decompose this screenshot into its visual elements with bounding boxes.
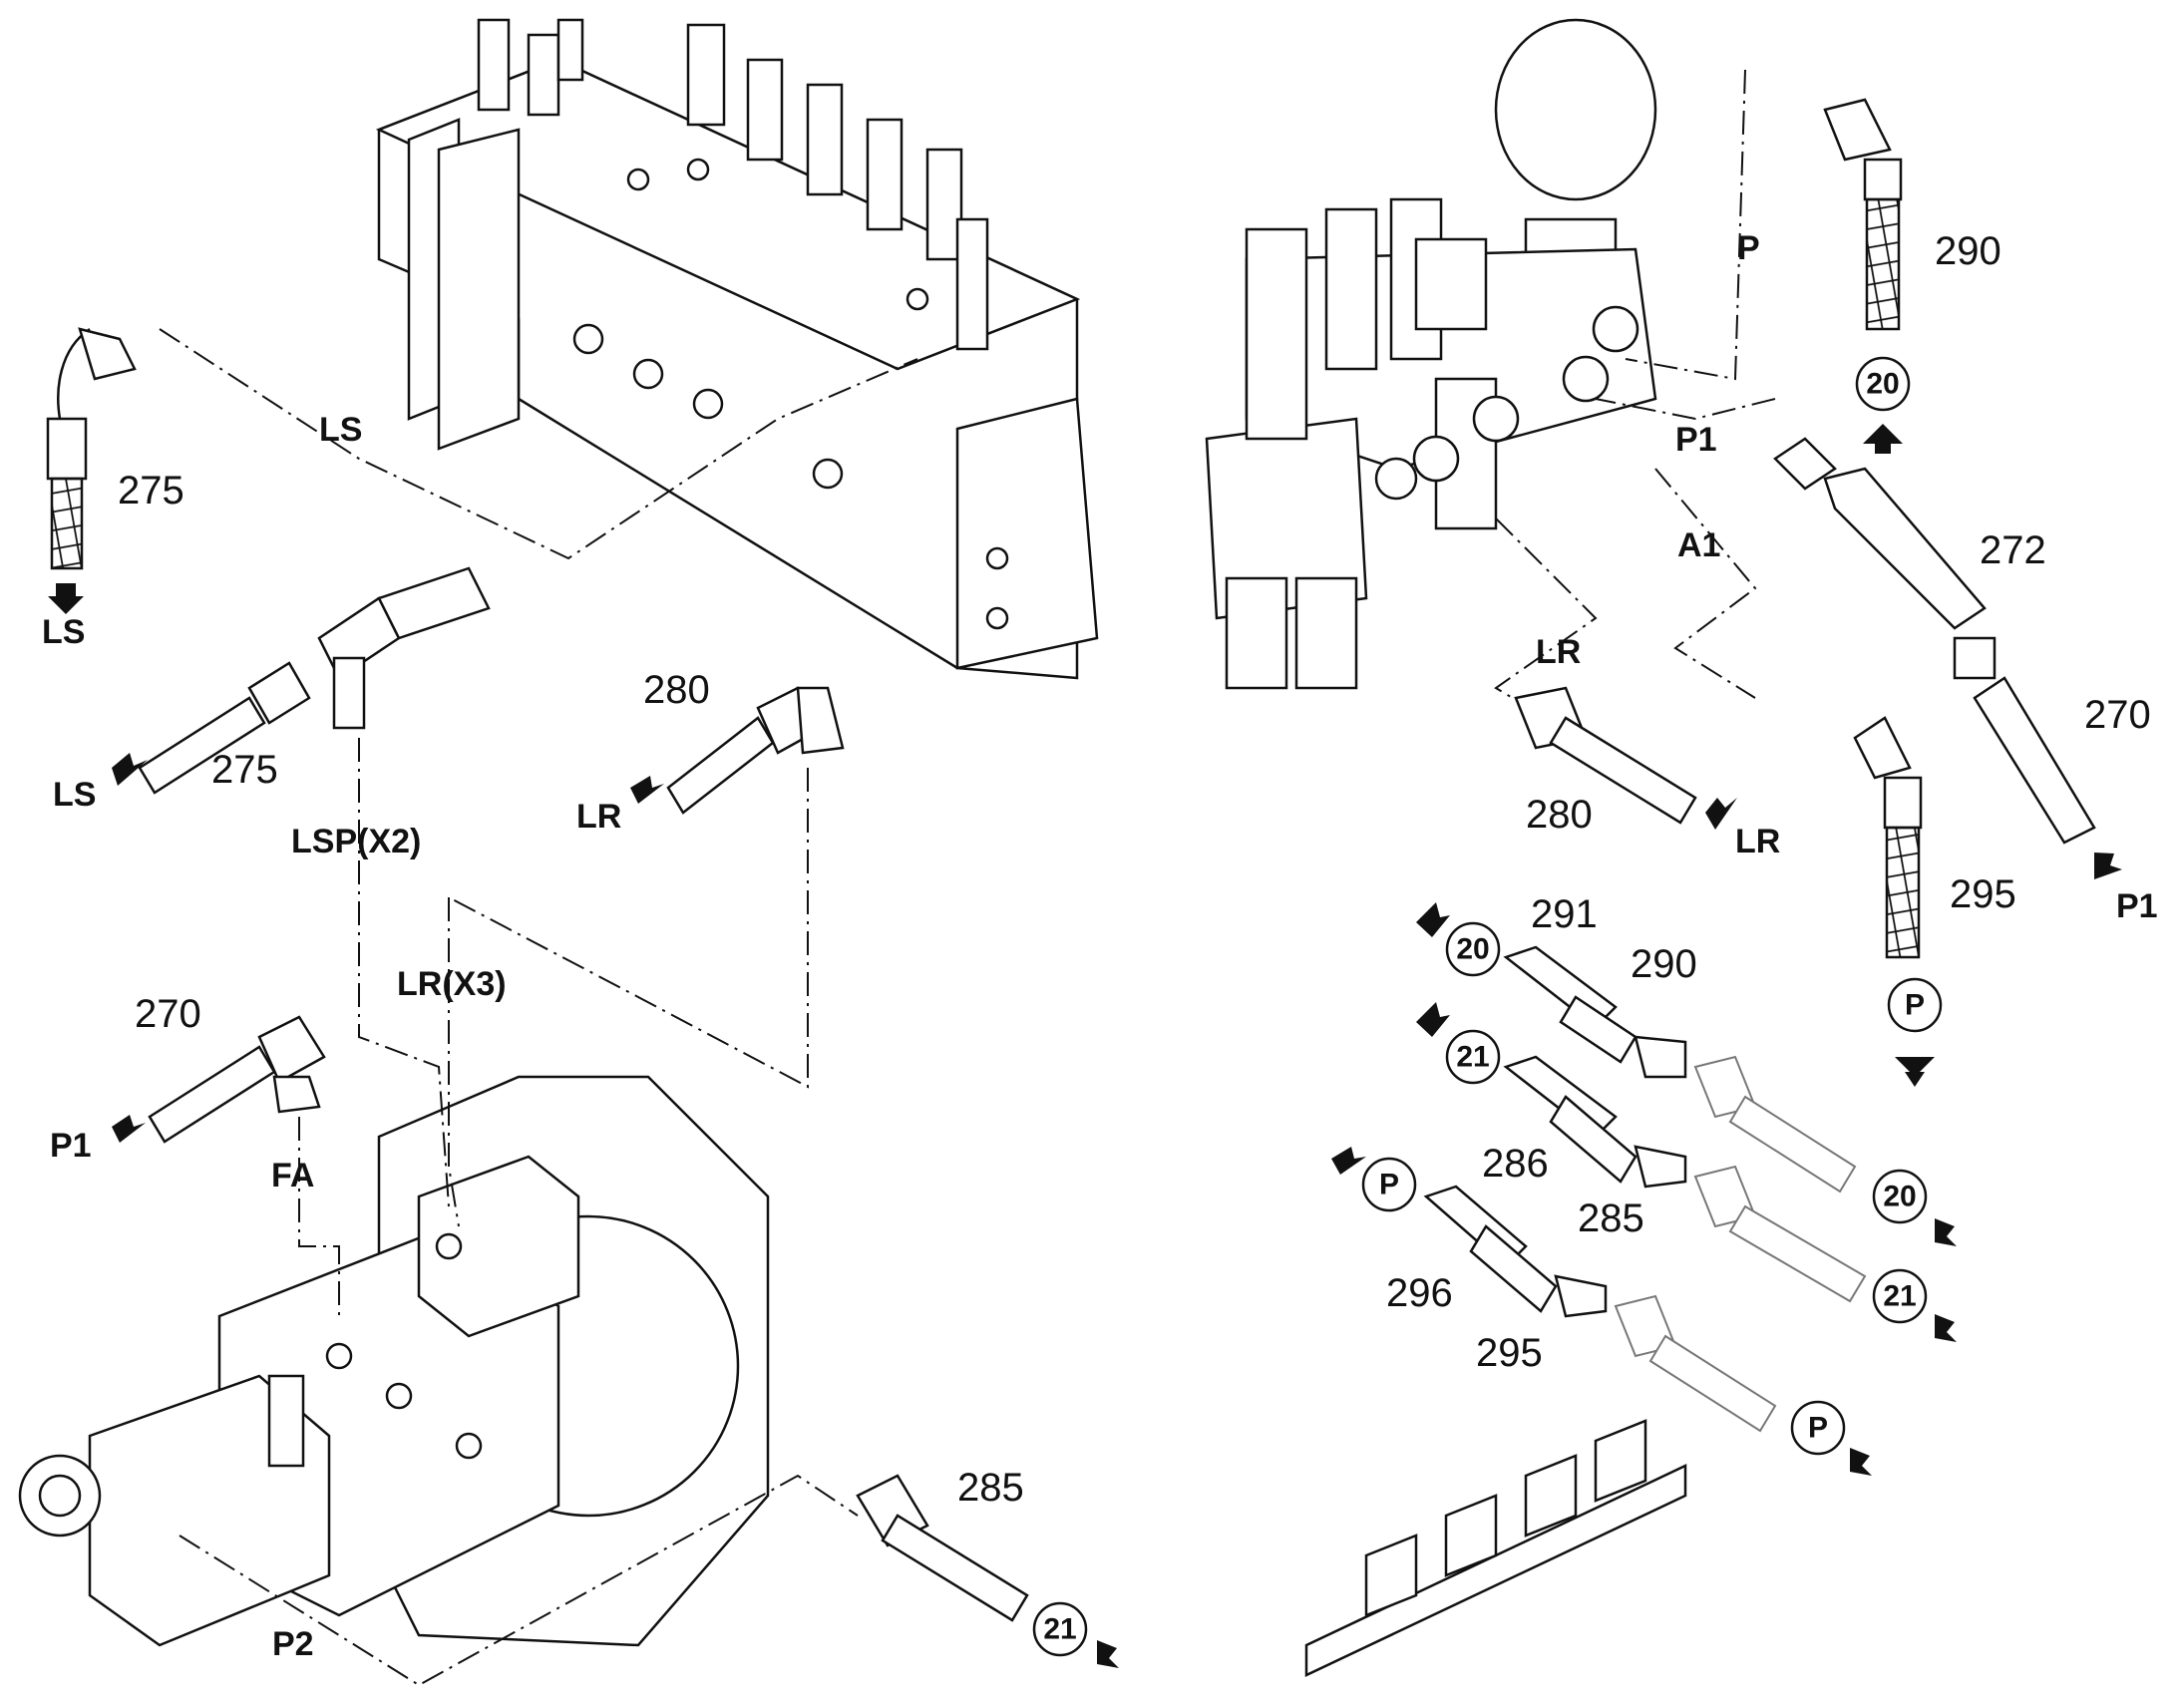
valve-spools — [477, 18, 989, 351]
port-tag-a1: A1 — [1677, 526, 1720, 564]
hose-295-right — [1853, 716, 1935, 1087]
port-tag-p1: P1 — [1675, 421, 1717, 459]
brake-valve-fittings — [1374, 305, 1639, 501]
circled-ref-21-mid: 21 — [1445, 1029, 1501, 1085]
port-tag-lr: LR — [1735, 823, 1780, 860]
ref-21-label: 21 — [1043, 1613, 1076, 1646]
ref-21-label: 21 — [1883, 1280, 1916, 1313]
control-valve-block — [375, 18, 1099, 680]
part-number-285: 285 — [957, 1466, 1024, 1510]
port-tag-lr: LR — [1536, 633, 1581, 671]
port-tags: LS LS LS LR LR LR LSP(X2) LR(X3) FA P1 P… — [42, 229, 2158, 1663]
circled-ref-p-bottom: P — [1790, 1400, 1846, 1456]
port-tag-p2: P2 — [272, 1625, 314, 1663]
flow-arrows — [1097, 902, 1957, 1668]
circled-ref-21-right: 21 — [1872, 1268, 1928, 1324]
port-tag-lr-x3: LR(X3) — [397, 965, 507, 1003]
brake-valve-assembly — [1205, 18, 1657, 690]
hose-290-upper — [1823, 98, 1903, 454]
hose-280-upper — [630, 686, 845, 815]
port-tag-fa: FA — [271, 1157, 314, 1195]
part-number-290: 290 — [1935, 229, 2001, 273]
port-tag-p1: P1 — [50, 1127, 92, 1165]
ref-21-label: 21 — [1456, 1041, 1489, 1074]
hose-280-right — [1514, 686, 1737, 830]
port-tag-p: P — [1737, 229, 1760, 267]
hose-bracket — [1304, 1419, 1687, 1677]
hydraulic-pump-assembly — [18, 1075, 770, 1647]
circled-ref-20-top: 20 — [1855, 356, 1911, 412]
part-number-295: 295 — [1476, 1331, 1543, 1375]
hose-270-left — [112, 1015, 326, 1144]
circled-ref-p-mid: P — [1361, 1157, 1417, 1212]
hose-291-290 — [1503, 945, 1687, 1079]
ref-p-label: P — [1905, 989, 1925, 1022]
part-number-270: 270 — [2084, 693, 2151, 737]
hose-296-295 — [1423, 1185, 1608, 1318]
part-number-285: 285 — [1578, 1196, 1644, 1240]
ref-20-label: 20 — [1866, 368, 1899, 401]
part-number-280: 280 — [1526, 793, 1593, 837]
part-number-270: 270 — [135, 992, 201, 1036]
port-tag-ls: LS — [319, 411, 362, 449]
port-tag-ls: LS — [53, 776, 96, 814]
circled-ref-p-right: P — [1887, 977, 1943, 1033]
ghost-hoses — [1614, 1055, 1867, 1433]
part-number-275: 275 — [211, 748, 278, 792]
part-number-295: 295 — [1950, 872, 2016, 916]
part-number-286: 286 — [1482, 1142, 1549, 1186]
circled-ref-21-bottom: 21 — [1032, 1601, 1088, 1657]
ref-20-label: 20 — [1883, 1181, 1916, 1213]
ref-p-label: P — [1379, 1169, 1399, 1201]
circled-ref-20-mid: 20 — [1445, 921, 1501, 977]
part-numbers: 275 275 280 280 270 270 272 290 290 291 … — [118, 229, 2151, 1510]
hose-286-285 — [1503, 1055, 1687, 1189]
part-number-280: 280 — [643, 668, 710, 712]
port-tag-lsp-x2: LSP(X2) — [291, 823, 421, 860]
ref-20-label: 20 — [1456, 933, 1489, 966]
pump-ports — [325, 1232, 483, 1460]
port-tag-ls: LS — [42, 613, 85, 651]
part-number-296: 296 — [1386, 1271, 1453, 1315]
ref-p-label: P — [1808, 1412, 1828, 1445]
part-number-272: 272 — [1980, 528, 2046, 572]
part-number-290: 290 — [1631, 942, 1697, 986]
part-number-275: 275 — [118, 469, 184, 512]
port-tag-lr: LR — [576, 798, 621, 836]
valve-ports — [572, 158, 1009, 630]
hose-275-straight — [112, 566, 491, 795]
part-number-291: 291 — [1531, 892, 1598, 936]
hose-272-270-right — [1773, 437, 2122, 879]
hose-285-bottom — [856, 1474, 1029, 1622]
port-tag-p1: P1 — [2116, 887, 2158, 925]
circled-ref-20-right: 20 — [1872, 1169, 1928, 1224]
hose-275-elbow — [46, 327, 137, 614]
